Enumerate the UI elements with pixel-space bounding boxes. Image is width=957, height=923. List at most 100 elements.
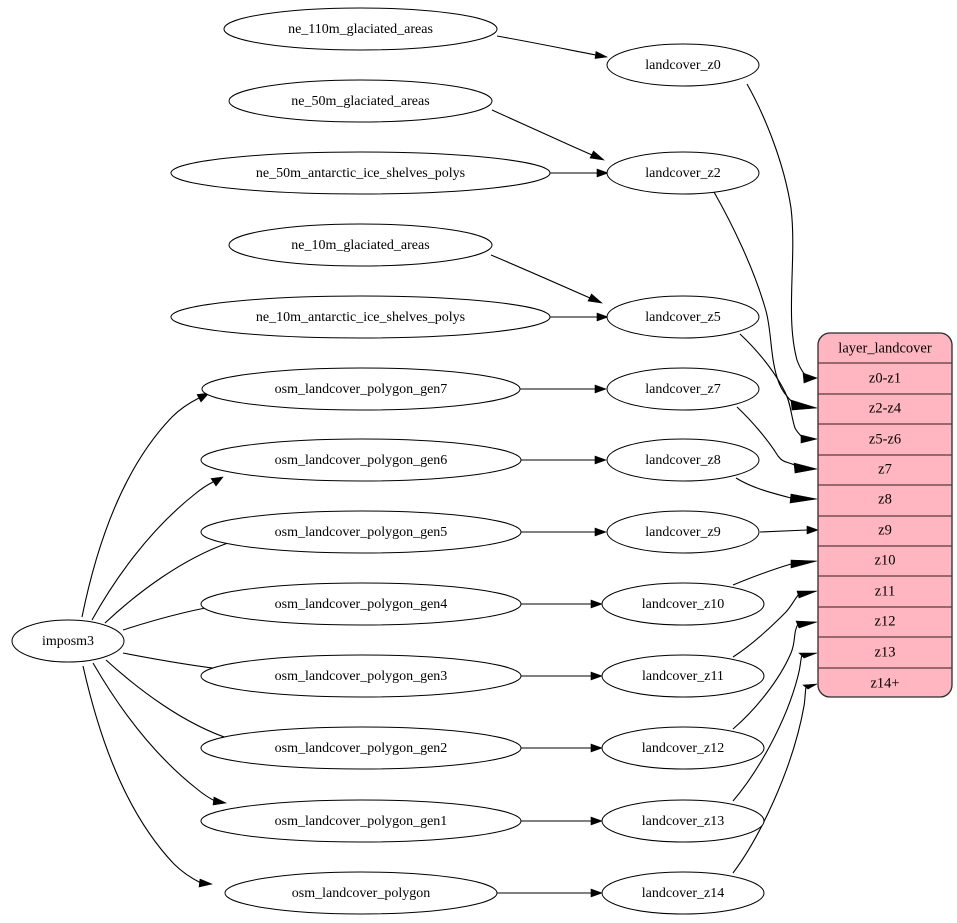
node-label: landcover_z14 (642, 886, 724, 901)
node-landcover-z12[interactable]: landcover_z12 (601, 726, 765, 770)
edge-ne110m-to-z0 (496, 35, 609, 59)
table-cell-label: z12 (875, 613, 896, 629)
node-label: osm_landcover_polygon_gen1 (275, 814, 448, 829)
node-landcover-z14[interactable]: landcover_z14 (601, 871, 765, 915)
node-label: ne_50m_antarctic_ice_shelves_polys (256, 166, 465, 181)
node-label: ne_10m_antarctic_ice_shelves_polys (256, 310, 465, 325)
node-label: osm_landcover_polygon_gen2 (275, 741, 448, 756)
edge-imposm3-to-gen6 (91, 476, 224, 621)
node-ne-10m-antarctic-ice-shelves-polys[interactable]: ne_10m_antarctic_ice_shelves_polys (170, 295, 551, 339)
table-row-z7[interactable]: z7 (818, 461, 952, 486)
node-label: osm_landcover_polygon_gen3 (275, 669, 448, 684)
node-label: landcover_z11 (642, 669, 724, 684)
edge-z7-to-row-z7 (736, 406, 818, 474)
edge-gen1-to-z13 (521, 816, 603, 826)
node-osm-landcover-polygon-gen6[interactable]: osm_landcover_polygon_gen6 (200, 438, 522, 482)
table-row-z2-z4[interactable]: z2-z4 (818, 400, 952, 425)
node-label: ne_110m_glaciated_areas (288, 22, 433, 37)
table-row-z9[interactable]: z9 (818, 522, 952, 547)
landcover-view-nodes: landcover_z0 landcover_z2 landcover_z5 l… (601, 43, 765, 915)
node-landcover-z9[interactable]: landcover_z9 (606, 510, 760, 554)
node-landcover-z10[interactable]: landcover_z10 (601, 582, 765, 626)
edge-z2-to-row-z2z4 (713, 191, 818, 411)
edge-ne50m-antarctic-to-z2 (550, 168, 609, 178)
node-label: landcover_z13 (642, 814, 724, 829)
node-osm-landcover-polygon-gen7[interactable]: osm_landcover_polygon_gen7 (201, 367, 521, 411)
node-label: landcover_z5 (645, 310, 720, 325)
node-label: landcover_z9 (645, 525, 720, 540)
edge-imposm3-to-polygon (82, 665, 213, 888)
node-label: osm_landcover_polygon_gen4 (275, 597, 448, 612)
edge-z9-to-row-z9 (759, 525, 819, 535)
edge-gen2-to-z12 (521, 743, 603, 753)
edge-z0-to-row-z0z1 (746, 83, 818, 384)
table-cell-label: z5-z6 (869, 431, 901, 447)
node-label: imposm3 (42, 634, 94, 649)
edge-gen3-to-z11 (521, 671, 603, 681)
table-cell-label: z2-z4 (869, 400, 902, 416)
table-row-z5-z6[interactable]: z5-z6 (818, 431, 952, 456)
node-landcover-z2[interactable]: landcover_z2 (606, 151, 760, 195)
edge-z13-to-row-z13 (732, 652, 818, 802)
table-row-z0-z1[interactable]: z0-z1 (818, 370, 952, 395)
edge-z10-to-row-z10 (732, 559, 818, 586)
node-ne-50m-glaciated-areas[interactable]: ne_50m_glaciated_areas (228, 79, 493, 123)
node-label: landcover_z10 (642, 597, 724, 612)
node-label: landcover_z8 (645, 453, 720, 468)
table-row-z10[interactable]: z10 (818, 552, 952, 577)
edge-z5-to-row-z5z6 (739, 333, 818, 444)
node-landcover-z11[interactable]: landcover_z11 (601, 654, 765, 698)
edge-gen7-to-z7 (520, 384, 607, 394)
node-label: ne_10m_glaciated_areas (291, 238, 429, 253)
node-label: ne_50m_glaciated_areas (291, 94, 429, 109)
edge-gen5-to-z9 (521, 527, 607, 537)
edge-imposm3-to-gen1 (92, 662, 227, 806)
edge-gen6-to-z8 (521, 455, 607, 465)
node-osm-landcover-polygon-gen3[interactable]: osm_landcover_polygon_gen3 (200, 654, 522, 698)
node-landcover-z8[interactable]: landcover_z8 (606, 438, 760, 482)
table-cell-label: z11 (875, 583, 895, 599)
node-landcover-z0[interactable]: landcover_z0 (606, 43, 760, 87)
edge-z8-to-row-z8 (735, 477, 818, 504)
node-label: landcover_z7 (645, 382, 720, 397)
node-imposm3[interactable]: imposm3 (11, 619, 125, 663)
node-label: landcover_z12 (642, 741, 724, 756)
node-osm-landcover-polygon-gen2[interactable]: osm_landcover_polygon_gen2 (200, 726, 522, 770)
table-row-z11[interactable]: z11 (818, 583, 952, 608)
layer-landcover-table[interactable]: layer_landcover z0-z1 z2-z4 z5-z6 z7 (817, 332, 953, 698)
node-landcover-z5[interactable]: landcover_z5 (606, 295, 760, 339)
edge-z12-to-row-z12 (732, 620, 818, 730)
table-cell-label: z9 (878, 522, 892, 538)
node-osm-landcover-polygon-gen4[interactable]: osm_landcover_polygon_gen4 (200, 582, 522, 626)
table-cell-label: z8 (878, 491, 892, 507)
node-osm-landcover-polygon-gen1[interactable]: osm_landcover_polygon_gen1 (200, 799, 522, 843)
table-row-z13[interactable]: z13 (818, 644, 952, 669)
node-ne-50m-antarctic-ice-shelves-polys[interactable]: ne_50m_antarctic_ice_shelves_polys (170, 151, 551, 195)
node-label: landcover_z0 (645, 58, 720, 73)
edge-z11-to-row-z11 (732, 590, 818, 658)
node-osm-landcover-polygon-gen5[interactable]: osm_landcover_polygon_gen5 (200, 510, 522, 554)
edge-ne10m-glaciated-to-z5 (490, 254, 603, 304)
edge-z14-to-row-z14plus (732, 683, 818, 874)
edge-ne50m-glaciated-to-z2 (491, 109, 605, 161)
table-cell-label: z10 (875, 552, 896, 568)
natural-earth-source-nodes: ne_110m_glaciated_areas ne_50m_glaciated… (170, 7, 551, 339)
edge-layer (81, 35, 819, 898)
edge-polygon-to-z14 (497, 888, 603, 898)
table-cell-label: z0-z1 (869, 370, 901, 386)
node-ne-110m-glaciated-areas[interactable]: ne_110m_glaciated_areas (223, 7, 498, 51)
node-label: osm_landcover_polygon_gen7 (275, 382, 448, 397)
table-row-z8[interactable]: z8 (818, 491, 952, 517)
table-row-z12[interactable]: z12 (818, 613, 952, 638)
table-cell-label: z13 (875, 644, 896, 660)
edge-imposm3-to-gen7 (81, 392, 210, 618)
node-landcover-z7[interactable]: landcover_z7 (606, 367, 760, 411)
node-osm-landcover-polygon[interactable]: osm_landcover_polygon (224, 871, 498, 915)
node-landcover-z13[interactable]: landcover_z13 (601, 799, 765, 843)
node-ne-10m-glaciated-areas[interactable]: ne_10m_glaciated_areas (228, 223, 493, 267)
table-title: layer_landcover (838, 340, 932, 356)
edge-gen4-to-z10 (521, 599, 603, 609)
node-label: osm_landcover_polygon (292, 886, 430, 901)
table-row-z14-plus[interactable]: z14+ (870, 675, 899, 691)
